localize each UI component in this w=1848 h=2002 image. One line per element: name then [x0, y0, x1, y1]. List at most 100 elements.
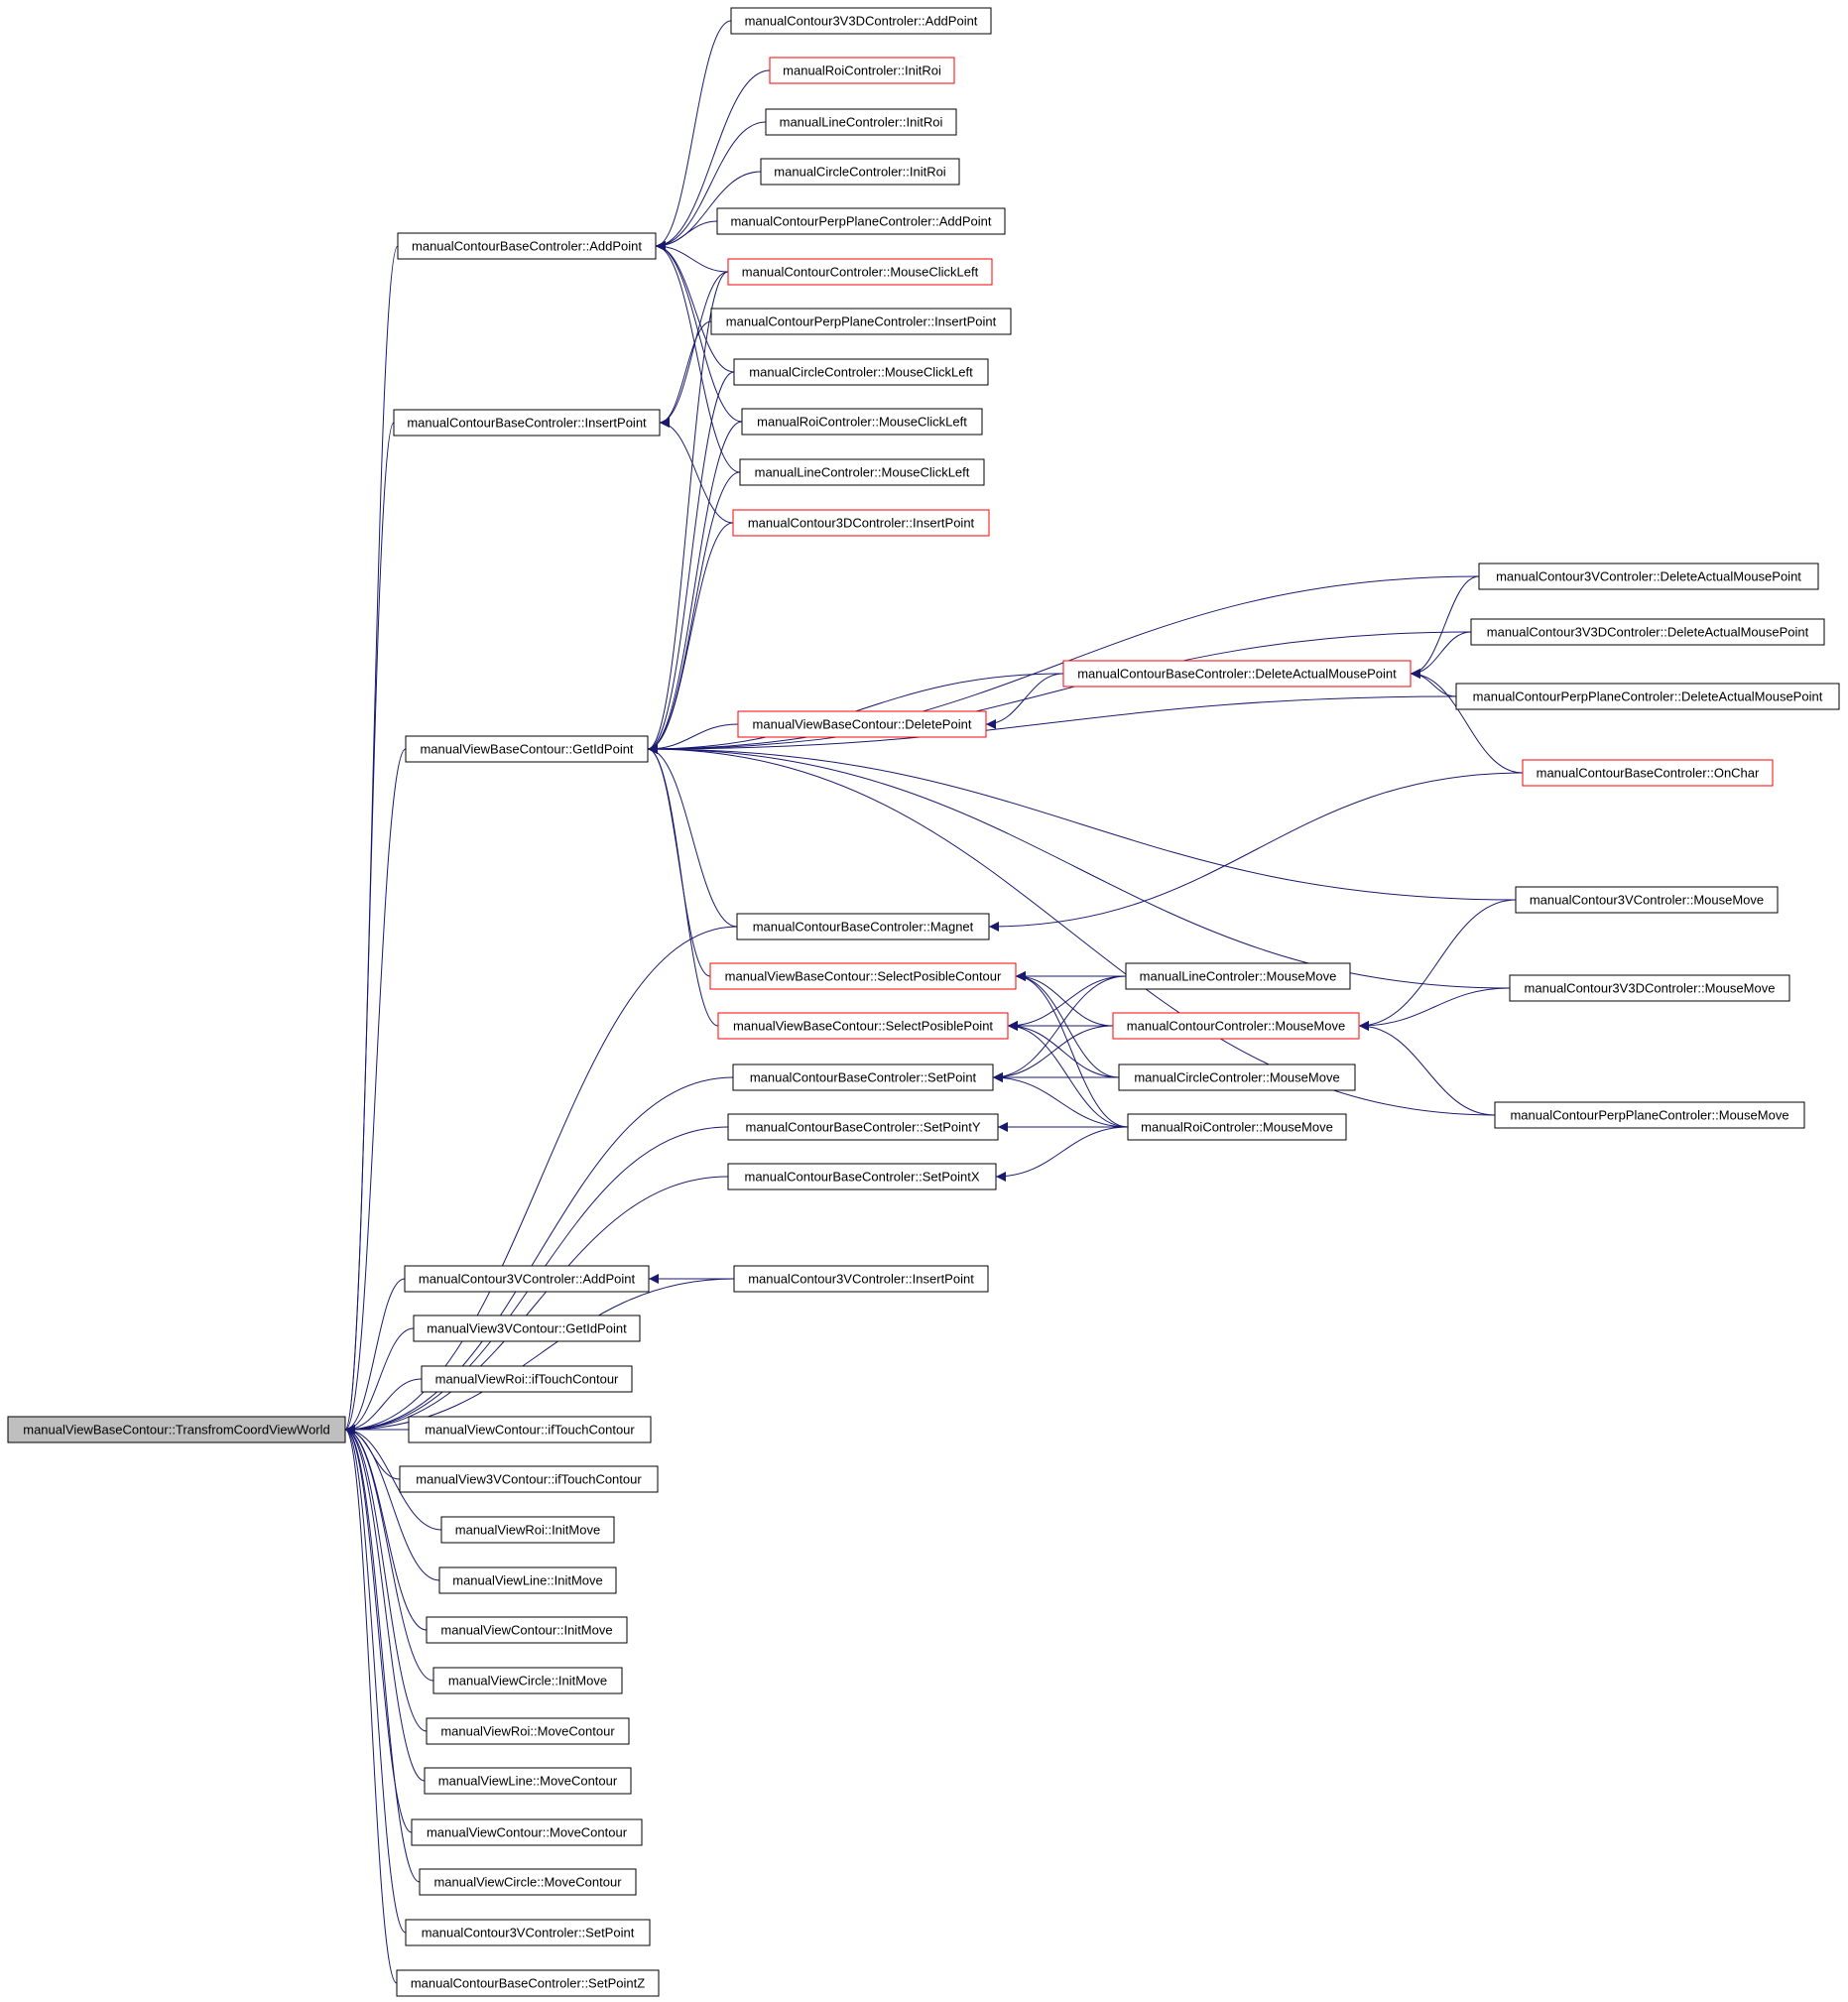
edge-n_insertpoint-to-root [344, 422, 395, 1435]
node-label: manualContourBaseControler::DeleteActual… [1077, 667, 1397, 682]
node-n_3v3d_mousemove[interactable]: manualContour3V3DControler::MouseMove [1509, 974, 1790, 1002]
node-n_v3v_iftouch[interactable]: manualView3VContour::ifTouchContour [399, 1465, 659, 1493]
node-n_contour_movecontour[interactable]: manualViewContour::MoveContour [411, 1818, 643, 1846]
edge-n_circle_mcl-to-n_getidpoint [647, 371, 735, 754]
node-n_3v_deleteamp[interactable]: manualContour3VControler::DeleteActualMo… [1478, 563, 1819, 590]
edge-n_contour_mousemove-to-n_setpoint [992, 1025, 1114, 1082]
node-box [1522, 759, 1774, 787]
node-n_insertpoint[interactable]: manualContourBaseControler::InsertPoint [393, 409, 661, 437]
node-n_contour_mcl[interactable]: manualContourControler::MouseClickLeft [727, 258, 993, 286]
node-n_contour_initmove[interactable]: manualViewContour::InitMove [426, 1616, 628, 1644]
node-box [405, 1919, 651, 1946]
node-box [732, 509, 990, 537]
node-n_line_mousemove[interactable]: manualLineControler::MouseMove [1125, 962, 1351, 990]
edge-n_3v3d_mousemove-to-n_contour_mousemove [1358, 987, 1511, 1031]
node-n_roi_movecontour[interactable]: manualViewRoi::MoveContour [426, 1717, 630, 1745]
node-n_roi_initmove[interactable]: manualViewRoi::InitMove [440, 1516, 615, 1544]
node-n_setpointz[interactable]: manualContourBaseControler::SetPointZ [396, 1969, 660, 1997]
node-n_selcontour[interactable]: manualViewBaseContour::SelectPosibleCont… [709, 962, 1017, 990]
edge-n_roi_mcl-to-n_getidpoint [647, 421, 743, 754]
node-label: manualRoiControler::MouseMove [1141, 1120, 1333, 1135]
node-n_3v_setpoint[interactable]: manualContour3VControler::SetPoint [405, 1919, 651, 1946]
edge-n_3v3d_deleteamp-to-n_base_deleteamp [1410, 631, 1472, 679]
node-label: manualRoiControler::InitRoi [783, 63, 941, 78]
edge-n_3v_insertpoint-to-root [344, 1278, 735, 1435]
node-label: manualContourBaseControler::OnChar [1537, 766, 1760, 781]
node-n_3v_insertpoint[interactable]: manualContour3VControler::InsertPoint [733, 1265, 989, 1293]
node-n_pp_mousemove[interactable]: manualContourPerpPlaneControler::MouseMo… [1494, 1101, 1805, 1129]
node-n_roi_initroi[interactable]: manualRoiControler::InitRoi [769, 57, 955, 84]
node-box [733, 358, 989, 386]
node-label: manualContour3VControler::InsertPoint [748, 1272, 974, 1287]
node-n_base_onchar[interactable]: manualContourBaseControler::OnChar [1522, 759, 1774, 787]
node-n_circle_initroi[interactable]: manualCircleControler::InitRoi [760, 158, 960, 186]
node-n_circle_initmove[interactable]: manualViewCircle::InitMove [432, 1667, 623, 1694]
node-label: manualContourBaseControler::SetPointY [745, 1120, 980, 1135]
node-box [1112, 1012, 1360, 1040]
node-box [421, 1365, 633, 1393]
node-n_3v_addpoint[interactable]: manualContour3VControler::AddPoint [404, 1265, 650, 1293]
node-n_roi_mcl[interactable]: manualRoiControler::MouseClickLeft [741, 408, 983, 436]
node-box [733, 1265, 989, 1293]
edge-n_3v3d_deleteamp-to-n_getidpoint [647, 631, 1472, 754]
edge-n_base_deleteamp-to-n_deletepoint [985, 673, 1064, 729]
node-n_roi_mousemove[interactable]: manualRoiControler::MouseMove [1127, 1113, 1347, 1141]
node-n_pp_deleteamp[interactable]: manualContourPerpPlaneControler::DeleteA… [1455, 683, 1840, 710]
node-n_deletepoint[interactable]: manualViewBaseContour::DeletePoint [737, 710, 987, 738]
node-n_setpoint[interactable]: manualContourBaseControler::SetPoint [732, 1064, 994, 1091]
node-n_pp_addpoint[interactable]: manualContourPerpPlaneControler::AddPoin… [716, 207, 1006, 235]
node-n_magnet[interactable]: manualContourBaseControler::Magnet [736, 913, 990, 940]
node-n_selpoint[interactable]: manualViewBaseContour::SelectPosiblePoin… [717, 1012, 1009, 1040]
node-label: manualViewContour::InitMove [440, 1623, 612, 1638]
node-n_setpointx[interactable]: manualContourBaseControler::SetPointX [727, 1163, 997, 1190]
node-n_base_deleteamp[interactable]: manualContourBaseControler::DeleteActual… [1062, 660, 1412, 688]
node-label: manualViewContour::MoveContour [427, 1825, 628, 1840]
node-n_circle_movecontour[interactable]: manualViewCircle::MoveContour [419, 1868, 637, 1896]
node-label: manualRoiControler::MouseClickLeft [757, 415, 967, 430]
node-box [736, 913, 990, 940]
node-label: manualViewBaseContour::GetIdPoint [420, 742, 633, 757]
node-n_pp_insertpoint[interactable]: manualContourPerpPlaneControler::InsertP… [710, 308, 1012, 335]
node-box [1118, 1064, 1356, 1091]
node-label: manualViewCircle::InitMove [448, 1674, 607, 1689]
node-n_roi_iftouch[interactable]: manualViewRoi::ifTouchContour [421, 1365, 633, 1393]
edge-n_roi_mousemove-to-n_selpoint [1007, 1021, 1129, 1128]
node-n_line_initroi[interactable]: manualLineControler::InitRoi [765, 108, 957, 136]
edge-layer [344, 20, 1524, 1984]
node-n_3v_mousemove[interactable]: manualContour3VControler::MouseMove [1515, 886, 1779, 914]
edge-n_contour_initmove-to-root [344, 1425, 428, 1631]
edge-n_3d_insertpoint-to-n_getidpoint [647, 522, 734, 754]
node-n_setpointy[interactable]: manualContourBaseControler::SetPointY [727, 1113, 999, 1141]
node-root[interactable]: manualViewBaseContour::TransfromCoordVie… [7, 1416, 346, 1443]
edge-n_roi_mousemove-to-n_setpointx [995, 1126, 1129, 1182]
node-n_3d_insertpoint[interactable]: manualContour3DControler::InsertPoint [732, 509, 990, 537]
edge-n_contour_mcl-to-n_getidpoint [647, 271, 729, 754]
node-label: manualContour3VControler::DeleteActualMo… [1496, 569, 1801, 584]
edge-n_contour_movecontour-to-root [344, 1425, 413, 1833]
node-n_line_movecontour[interactable]: manualViewLine::MoveContour [424, 1767, 632, 1795]
edge-n_roi_mousemove-to-n_selcontour [1015, 971, 1129, 1128]
node-box [413, 1314, 641, 1342]
node-box [432, 1667, 623, 1694]
node-box [411, 1818, 643, 1846]
node-label: manualContourBaseControler::SetPointX [744, 1170, 979, 1185]
node-n_addpoint[interactable]: manualContourBaseControler::AddPoint [397, 232, 657, 260]
edge-n_selpoint-to-n_getidpoint [647, 744, 719, 1027]
node-n_line_initmove[interactable]: manualViewLine::InitMove [438, 1566, 617, 1594]
edge-n_line_mcl-to-n_getidpoint [647, 471, 741, 754]
node-n_getidpoint[interactable]: manualViewBaseContour::GetIdPoint [405, 735, 649, 763]
node-label: manualContourPerpPlaneControler::DeleteA… [1473, 689, 1823, 704]
node-n_3v3d_addpoint[interactable]: manualContour3V3DControler::AddPoint [730, 7, 992, 35]
node-n_contour_mousemove[interactable]: manualContourControler::MouseMove [1112, 1012, 1360, 1040]
node-box [727, 1113, 999, 1141]
node-box [1127, 1113, 1347, 1141]
node-n_contour_iftouch[interactable]: manualViewContour::ifTouchContour [408, 1416, 652, 1443]
node-label: manualContour3VControler::SetPoint [422, 1926, 635, 1940]
edge-n_getidpoint-to-root [344, 748, 407, 1435]
node-n_circle_mousemove[interactable]: manualCircleControler::MouseMove [1118, 1064, 1356, 1091]
node-n_circle_mcl[interactable]: manualCircleControler::MouseClickLeft [733, 358, 989, 386]
node-n_line_mcl[interactable]: manualLineControler::MouseClickLeft [739, 458, 985, 486]
node-n_3v3d_deleteamp[interactable]: manualContour3V3DControler::DeleteActual… [1470, 618, 1825, 646]
node-n_v3v_getid[interactable]: manualView3VContour::GetIdPoint [413, 1314, 641, 1342]
